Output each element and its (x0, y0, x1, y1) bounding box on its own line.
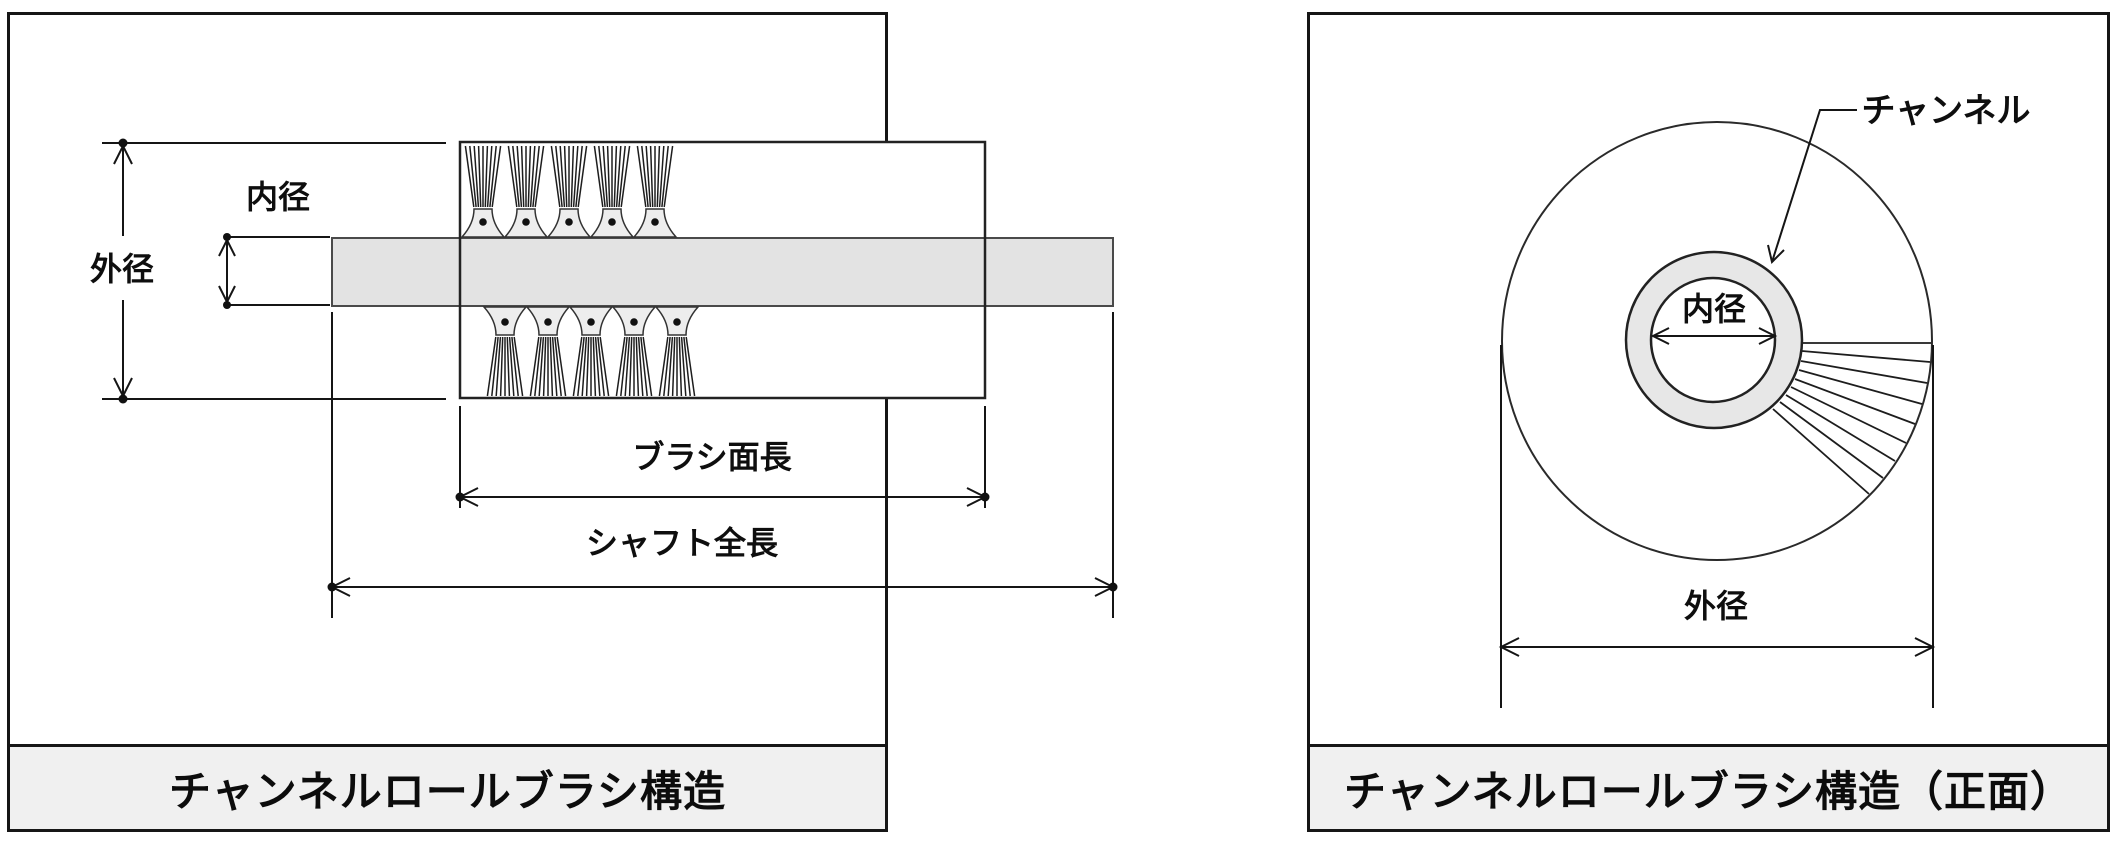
caption-side-title: チャンネルロールブラシ構造 (169, 767, 726, 815)
panel-side-view: チャンネルロールブラシ構造 (7, 12, 888, 832)
caption-front-title: チャンネルロールブラシ構造（正面） (1344, 767, 2073, 815)
caption-band-front: チャンネルロールブラシ構造（正面） (1310, 744, 2107, 829)
caption-band-side: チャンネルロールブラシ構造 (10, 744, 885, 829)
panel-front-view: チャンネルロールブラシ構造（正面） (1307, 12, 2110, 832)
dim-dot (980, 492, 990, 502)
dim-dot (1108, 582, 1118, 592)
